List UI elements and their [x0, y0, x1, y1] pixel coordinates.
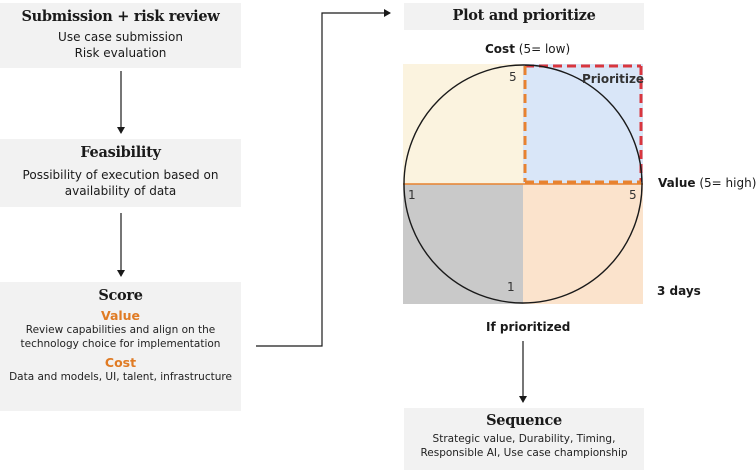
value-axis-label-bold: Value: [658, 176, 696, 190]
tick-top: 5: [509, 70, 517, 84]
score-value-line: technology choice for implementation: [20, 338, 221, 350]
sequence-step-box: Sequence Strategic value, Durability, Ti…: [404, 408, 644, 470]
value-axis-label: Value (5= high): [658, 176, 756, 190]
if-prioritized-label: If prioritized: [486, 320, 571, 334]
submission-step-title: Submission + risk review: [21, 8, 220, 25]
quadrant-top-right: [523, 64, 643, 184]
quadrant-bottom-right: [523, 184, 643, 304]
score-cost-line: Data and models, UI, talent, infrastruct…: [9, 371, 232, 383]
submission-step-line: Use case submission: [58, 30, 183, 44]
score-step-title: Score: [98, 287, 143, 304]
sequence-step-title: Sequence: [486, 412, 562, 429]
arrow-score-to-plot: [256, 9, 391, 347]
feasibility-step-box: Feasibility Possibility of execution bas…: [0, 139, 241, 207]
duration-label: 3 days: [657, 284, 701, 298]
sequence-step-line: Strategic value, Durability, Timing,: [432, 433, 616, 445]
prioritization-matrix: 5 1 5 1 Prioritize: [403, 64, 644, 304]
submission-step-line: Risk evaluation: [74, 46, 167, 60]
plot-step-title: Plot and prioritize: [452, 7, 596, 24]
tick-left: 1: [408, 188, 416, 202]
score-value-heading: Value: [100, 308, 141, 323]
score-step-box: Score Value Review capabilities and alig…: [0, 282, 241, 411]
cost-axis-label-bold: Cost: [485, 42, 515, 56]
tick-right: 5: [629, 188, 637, 202]
feasibility-step-title: Feasibility: [80, 144, 161, 161]
score-cost-heading: Cost: [104, 355, 137, 370]
submission-step-box: Submission + risk review Use case submis…: [0, 3, 241, 68]
feasibility-step-line: Possibility of execution based on: [22, 168, 219, 182]
value-axis-label-note: (5= high): [699, 176, 756, 190]
prioritize-label: Prioritize: [582, 72, 644, 86]
tick-bottom: 1: [507, 280, 515, 294]
quadrant-bottom-left: [403, 184, 523, 304]
plot-step-box: Plot and prioritize: [404, 3, 644, 30]
sequence-step-line: Responsible AI, Use case championship: [420, 447, 628, 459]
feasibility-step-line: availability of data: [64, 184, 177, 198]
matrix-circle: [403, 64, 643, 304]
quadrant-top-left: [403, 64, 523, 184]
cost-axis-label-note: (5= low): [518, 42, 571, 56]
score-value-line: Review capabilities and align on the: [25, 324, 216, 336]
cost-axis-label: Cost (5= low): [485, 42, 570, 56]
